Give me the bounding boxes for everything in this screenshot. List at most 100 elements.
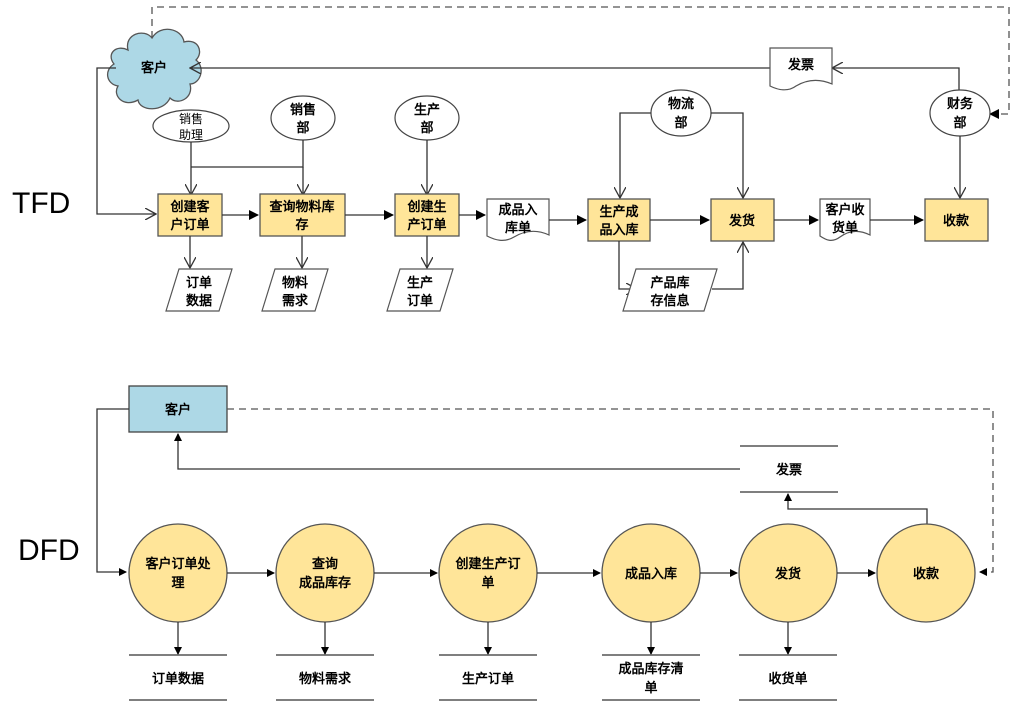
tfd-data-product-stock-info[interactable]: 产品库 存信息 <box>622 268 718 312</box>
process-circle <box>275 523 375 623</box>
data-label-line2: 订单 <box>407 293 433 309</box>
process-label-line1: 创建生产订 <box>454 556 520 572</box>
tfd-process-create-customer-order[interactable]: 创建客 户订单 <box>157 193 223 237</box>
process-label: 发货 <box>774 566 801 582</box>
dfd-store-3[interactable]: 生产订单 <box>439 654 537 701</box>
process-label-line2: 产订单 <box>407 217 446 233</box>
tfd-process-payment[interactable]: 收款 <box>924 198 989 242</box>
cloud-shape <box>107 28 202 110</box>
dfd-store-invoice[interactable]: 发票 <box>740 445 838 493</box>
tfd-logistics-to-shipping-arrow <box>711 112 743 198</box>
dfd-invoice-to-customer-arrow <box>174 433 740 470</box>
process-box <box>259 193 346 237</box>
tfd-doc-finished-goods-receipt[interactable]: 成品入 库单 <box>486 198 550 241</box>
dfd-process-1[interactable]: 客户订单处 理 <box>128 523 228 623</box>
process-label-line1: 创建生 <box>406 199 446 215</box>
parallelogram-shape <box>622 268 718 312</box>
tfd-process-query-material-stock[interactable]: 查询物料库 存 <box>259 193 346 237</box>
tfd-process-create-production-order[interactable]: 创建生 产订单 <box>394 193 460 237</box>
process-label-line2: 理 <box>171 576 184 591</box>
dfd-store-2[interactable]: 物料需求 <box>276 654 374 701</box>
tfd-process-shipping[interactable]: 发货 <box>710 198 775 242</box>
tfd-data-production-order[interactable]: 生产 订单 <box>386 268 454 312</box>
tfd-data-material-requirement[interactable]: 物料 需求 <box>261 268 329 312</box>
dept-label-line1: 生产 <box>414 102 440 118</box>
tfd-customer-entity[interactable]: 客户 <box>107 28 202 110</box>
dfd-process-3[interactable]: 创建生产订 单 <box>438 523 538 623</box>
dept-label-line2: 部 <box>674 115 687 131</box>
process-label: 发货 <box>728 213 755 229</box>
tfd-dashed-feedback-arrow <box>151 6 1010 119</box>
doc-label-line1: 成品入 <box>498 202 537 218</box>
dept-label-line1: 财务 <box>947 96 974 112</box>
data-label-line2: 存信息 <box>650 293 689 309</box>
tfd-process-product-warehousing[interactable]: 生产成 品入库 <box>587 198 651 242</box>
process-label-line1: 查询物料库 <box>268 199 334 215</box>
store-label: 物料需求 <box>299 671 352 687</box>
process-box <box>710 198 775 242</box>
tfd-finance-to-invoice-arrow <box>832 68 960 95</box>
process-label-line2: 户订单 <box>170 217 209 233</box>
tfd-dept-logistics[interactable]: 物流 部 <box>650 89 712 137</box>
data-label-line2: 数据 <box>186 293 212 309</box>
document-shape <box>819 198 871 241</box>
doc-label-line1: 客户收 <box>825 202 865 218</box>
doc-label-line2: 货单 <box>832 220 858 236</box>
process-label: 收款 <box>943 213 970 229</box>
dept-label-line2: 助理 <box>179 128 203 142</box>
dfd-payment-to-invoice-arrow <box>784 493 928 527</box>
data-label-line1: 生产 <box>407 275 433 291</box>
dept-label-line1: 销售 <box>290 102 316 118</box>
tfd-invoice-document[interactable]: 发票 <box>769 47 833 91</box>
parallelogram-shape <box>165 268 233 312</box>
document-shape <box>486 198 550 241</box>
process-label-line1: 生产成 <box>599 204 638 220</box>
tfd-customer-label: 客户 <box>141 60 167 76</box>
process-circle <box>876 523 976 623</box>
process-box <box>587 198 651 242</box>
dfd-process-5[interactable]: 发货 <box>738 523 838 623</box>
data-label-line1: 订单 <box>186 275 212 291</box>
tfd-doc-customer-receipt[interactable]: 客户收 货单 <box>819 198 871 241</box>
tfd-stock-info-to-shipping-arrow <box>712 242 743 290</box>
process-label-line2: 单 <box>481 575 494 591</box>
dfd-process-6[interactable]: 收款 <box>876 523 976 623</box>
tfd-section-label: TFD <box>12 187 70 220</box>
dfd-process-2[interactable]: 查询 成品库存 <box>275 523 375 623</box>
tfd-logistics-to-warehousing-arrow <box>620 112 651 198</box>
document-shape <box>769 47 833 91</box>
store-label-line1: 成品库存清 <box>618 661 683 677</box>
dfd-store-5[interactable]: 收货单 <box>739 654 837 701</box>
process-label-line1: 创建客 <box>169 199 210 215</box>
tfd-data-order-data[interactable]: 订单 数据 <box>165 268 233 312</box>
process-label: 成品入库 <box>625 566 677 582</box>
parallelogram-shape <box>386 268 454 312</box>
dfd-customer-entity[interactable]: 客户 <box>128 385 228 433</box>
doc-label-line2: 库单 <box>505 220 531 236</box>
tfd-dept-finance[interactable]: 财务 部 <box>929 89 991 137</box>
data-label-line1: 物料 <box>282 275 308 291</box>
process-label-line2: 品入库 <box>599 222 638 238</box>
tfd-dept-sales-assistant[interactable]: 销售 助理 <box>152 109 230 143</box>
tfd-dept-production[interactable]: 生产 部 <box>394 95 460 141</box>
entity-box <box>128 385 228 433</box>
process-label: 收款 <box>913 566 940 582</box>
process-box <box>924 198 989 242</box>
dept-label-line2: 部 <box>953 115 966 131</box>
data-label-line1: 产品库 <box>650 275 689 291</box>
tfd-customer-to-order-arrow <box>96 67 156 214</box>
process-label-line2: 存 <box>295 217 308 233</box>
dfd-process-4[interactable]: 成品入库 <box>601 523 701 623</box>
tfd-dept-sales[interactable]: 销售 部 <box>270 95 336 141</box>
process-label-line2: 成品库存 <box>299 575 351 591</box>
process-box <box>394 193 460 237</box>
parallelogram-shape <box>261 268 329 312</box>
dfd-customer-to-process-arrow <box>96 408 129 576</box>
process-label-line1: 客户订单处 <box>145 556 211 572</box>
store-label: 生产订单 <box>462 671 514 687</box>
dept-label-line2: 部 <box>420 120 433 136</box>
store-label: 发票 <box>775 462 802 478</box>
dfd-store-4[interactable]: 成品库存清 单 <box>602 654 700 701</box>
dfd-store-1[interactable]: 订单数据 <box>129 654 227 701</box>
